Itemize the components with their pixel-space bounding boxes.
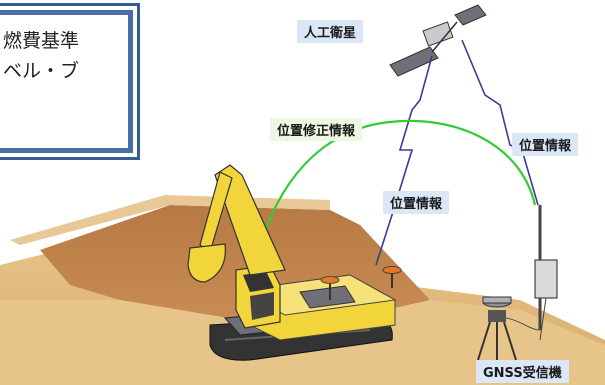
gnss-receiver-label: GNSS受信機: [476, 360, 569, 383]
base-station: [534, 205, 558, 341]
correction-info-label: 位置修正情報: [270, 118, 363, 141]
position-info-center-label: 位置情報: [383, 191, 450, 214]
satellite-label: 人工衛星: [297, 20, 364, 43]
description-line-1: 燃費基準: [3, 30, 80, 52]
satellite-icon: [389, 4, 487, 77]
excavator-icon: [187, 164, 402, 361]
description-card: 燃費基準ベル・ブ: [0, 3, 140, 160]
description-line-2: ベル・ブ: [3, 60, 80, 82]
signal-line-left: [375, 55, 433, 266]
position-info-right-label: 位置情報: [512, 133, 579, 156]
signal-line-right: [461, 39, 539, 206]
gnss-receiver-icon: [477, 296, 541, 362]
description-card-inner: [0, 10, 133, 153]
description-card-text: 燃費基準ベル・ブ: [3, 26, 79, 86]
correction-arc: [260, 119, 537, 241]
